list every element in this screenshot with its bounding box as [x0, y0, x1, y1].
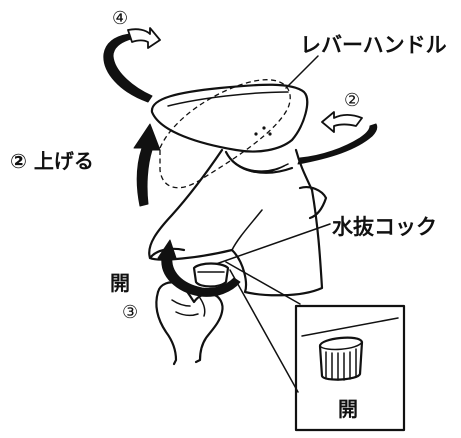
inset-box: [294, 304, 406, 432]
drain-cock-label: 水抜コック: [332, 215, 437, 239]
lever-handle-label: レバーハンドル: [300, 33, 447, 57]
hand-illustration: [155, 281, 224, 366]
step-3-label: ③: [122, 302, 138, 323]
drain-cock-knob: [318, 336, 364, 381]
inset-open-label: 開: [338, 397, 358, 421]
arrow-step-2-right: [297, 111, 378, 165]
step-2-right-label: ②: [344, 90, 360, 111]
step-4-label: ④: [112, 8, 128, 29]
leader-lines: [215, 55, 331, 393]
faucet-body: [148, 148, 328, 297]
raise-label: ② 上げる: [10, 149, 94, 173]
lever-handle: [150, 83, 309, 153]
arrow-step-4: [103, 27, 161, 103]
open-label: 開: [110, 271, 130, 295]
raised-handle-outline: [159, 79, 291, 189]
arrow-raise-up: [133, 123, 161, 207]
